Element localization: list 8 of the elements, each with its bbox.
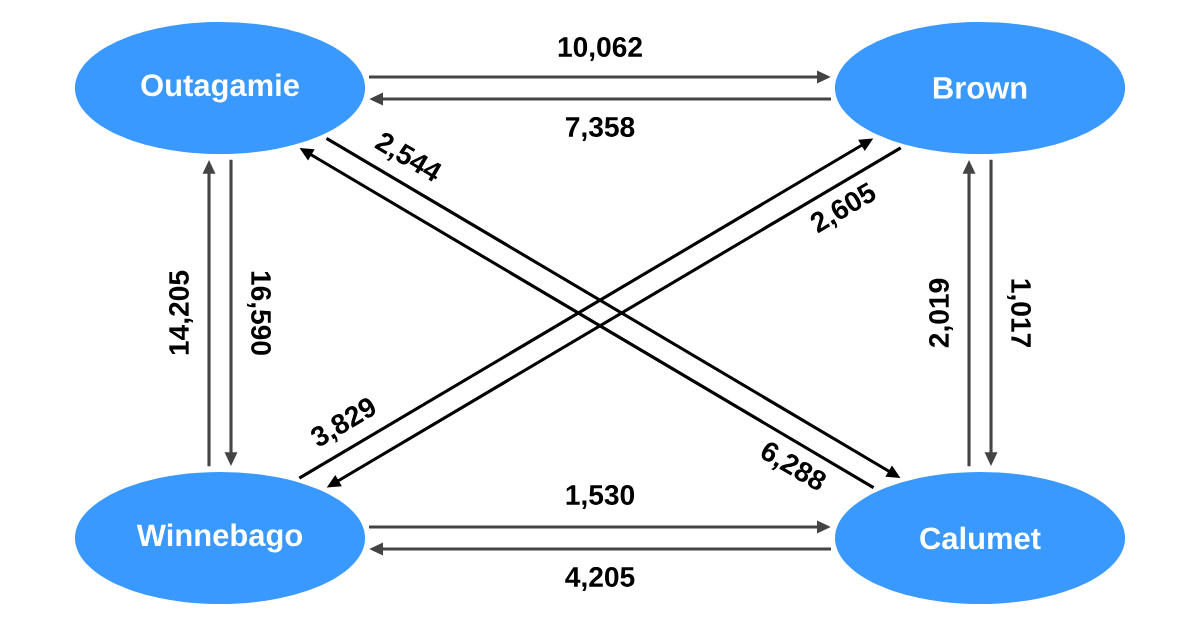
edge-label: 1,017 bbox=[1005, 276, 1033, 350]
edge-label: 4,205 bbox=[563, 565, 637, 593]
edge-label: 16,590 bbox=[245, 268, 273, 358]
edge-label: 7,358 bbox=[563, 115, 637, 143]
edge-label: 10,062 bbox=[555, 35, 645, 63]
edge-label: 1,530 bbox=[563, 483, 637, 511]
edge-label: 14,205 bbox=[167, 268, 195, 358]
edge-label: 2,019 bbox=[927, 276, 955, 350]
